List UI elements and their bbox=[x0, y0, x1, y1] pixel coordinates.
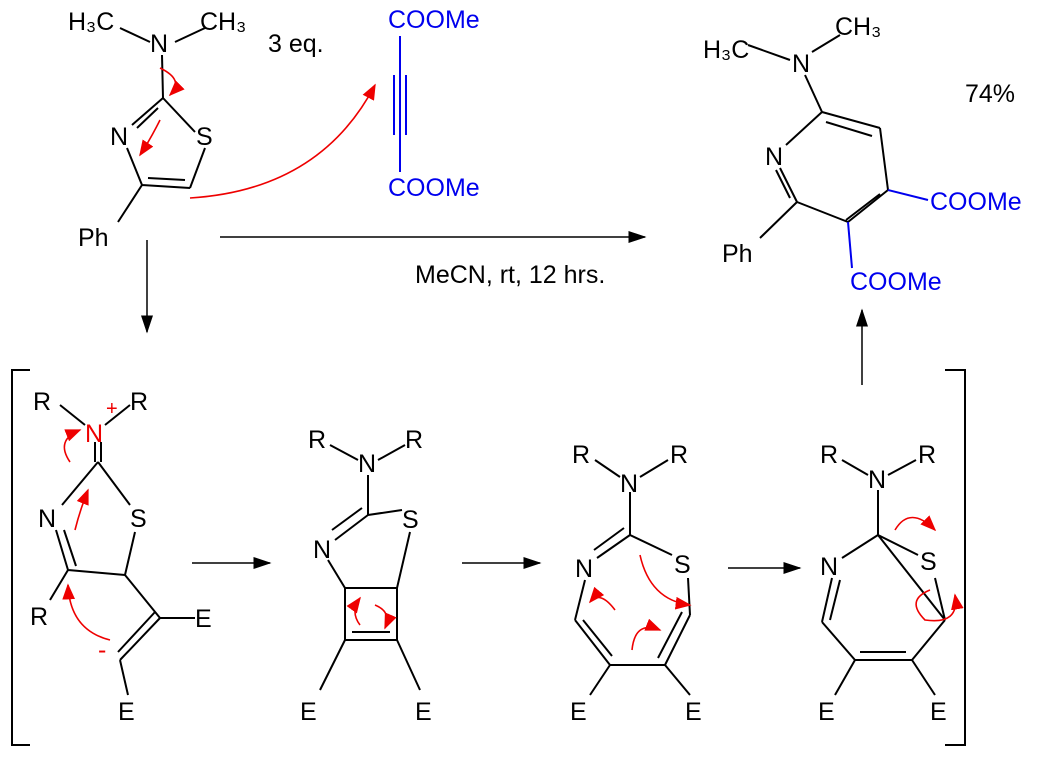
reactant-ch3-label: CH₃ bbox=[200, 8, 246, 36]
intermediate-2: R N R N S E E bbox=[300, 426, 432, 726]
int4-r1: R bbox=[820, 441, 838, 469]
intermediate-3: R N R N S E E bbox=[570, 441, 702, 726]
int4-e2: E bbox=[930, 698, 947, 726]
left-bracket bbox=[11, 369, 30, 746]
int4-e1: E bbox=[818, 698, 835, 726]
int1-ring-s: S bbox=[130, 505, 147, 533]
product-pyridine: H₃C CH₃ N N Ph COOMe COOMe 74% bbox=[703, 13, 1022, 296]
int1-minus-charge: - bbox=[98, 636, 106, 664]
int4-ring-n: N bbox=[820, 553, 838, 581]
reactant-amine-n: N bbox=[150, 30, 168, 58]
int4-ring-s: S bbox=[920, 548, 937, 576]
int3-r2: R bbox=[670, 441, 688, 469]
product-ring-n: N bbox=[765, 143, 783, 171]
product-ester-4-label: COOMe bbox=[930, 188, 1022, 216]
int1-iminium-n: N bbox=[85, 420, 103, 448]
reactant-ring-s: S bbox=[196, 123, 213, 151]
reactant-h3c-label: H₃C bbox=[68, 8, 114, 36]
ester-top-label: COOMe bbox=[388, 6, 480, 34]
product-ester-3-label: COOMe bbox=[850, 268, 942, 296]
product-amine-n: N bbox=[792, 50, 810, 78]
int2-ring-s: S bbox=[402, 506, 419, 534]
product-ph-label: Ph bbox=[722, 240, 753, 268]
equivalents-label: 3 eq. bbox=[268, 30, 324, 58]
conditions-label: MeCN, rt, 12 hrs. bbox=[415, 261, 605, 289]
curved-arrow-icon bbox=[159, 67, 185, 97]
reactant-ph-label: Ph bbox=[78, 224, 109, 252]
int3-amine-n: N bbox=[620, 470, 638, 498]
int2-e1: E bbox=[300, 698, 317, 726]
int4-amine-n: N bbox=[868, 466, 886, 494]
int3-ring-n: N bbox=[575, 555, 593, 583]
reactant-ring-n: N bbox=[110, 123, 128, 151]
int4-r2: R bbox=[918, 441, 936, 469]
curved-arrow-icon bbox=[139, 119, 161, 157]
int3-e2: E bbox=[685, 698, 702, 726]
product-ch3-label: CH₃ bbox=[835, 13, 881, 41]
int2-e2: E bbox=[415, 698, 432, 726]
product-h3c-label: H₃C bbox=[703, 36, 749, 64]
right-bracket bbox=[945, 369, 966, 746]
intermediate-4: R N R N S E E bbox=[818, 441, 964, 726]
int3-r1: R bbox=[572, 441, 590, 469]
int1-r1: R bbox=[33, 388, 51, 416]
curved-arrow-icon bbox=[189, 83, 376, 199]
int2-r1: R bbox=[308, 426, 326, 454]
int1-plus-charge: + bbox=[106, 398, 118, 420]
int2-amine-n: N bbox=[358, 450, 376, 478]
int2-ring-n: N bbox=[313, 536, 331, 564]
int2-r2: R bbox=[405, 426, 423, 454]
intermediate-1: R N + R N S R E E - bbox=[30, 388, 212, 726]
int1-r-c4: R bbox=[30, 603, 48, 631]
int3-e1: E bbox=[570, 698, 587, 726]
dmad-reagent: 3 eq. COOMe COOMe bbox=[268, 6, 480, 202]
int1-e2: E bbox=[118, 698, 135, 726]
reactant-thiazole: H₃C CH₃ N N S Ph bbox=[68, 8, 376, 252]
int1-ring-n: N bbox=[38, 505, 56, 533]
yield-label: 74% bbox=[965, 80, 1015, 108]
int1-r2: R bbox=[130, 388, 148, 416]
int3-ring-s: S bbox=[674, 551, 691, 579]
ester-bottom-label: COOMe bbox=[388, 174, 480, 202]
int1-e1: E bbox=[195, 605, 212, 633]
